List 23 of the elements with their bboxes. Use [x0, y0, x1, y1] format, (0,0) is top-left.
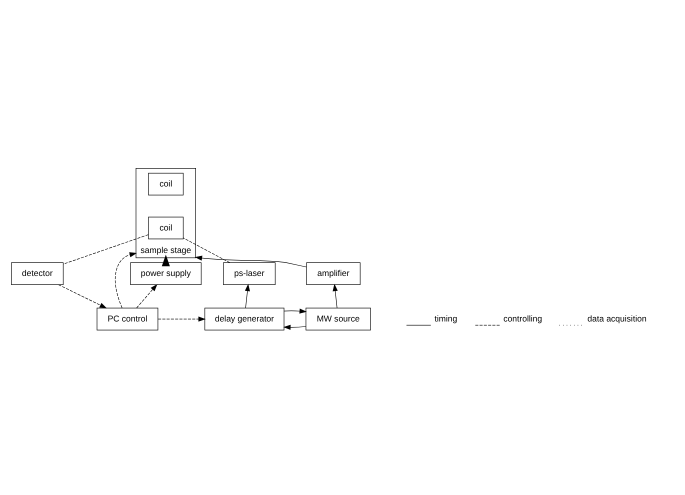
arrow: [158, 316, 206, 322]
legend-label: timing: [434, 314, 458, 324]
arrow: [244, 284, 250, 308]
arrow: [162, 254, 170, 266]
node-box: coil: [148, 216, 184, 240]
arrow: [58, 284, 107, 308]
arrow: [194, 256, 307, 268]
node-box: ps-laser: [223, 262, 276, 285]
node-box: amplifier: [306, 262, 360, 285]
node-box: delay generator: [204, 308, 284, 330]
node-box: detector: [11, 262, 64, 285]
arrow: [284, 308, 307, 314]
legend-label: controlling: [503, 314, 542, 324]
arrow: [332, 284, 338, 308]
connector: [63, 234, 149, 264]
node-box: MW source: [306, 308, 371, 330]
legend-label: data acquisition: [587, 314, 647, 324]
node-box: PC control: [96, 308, 158, 330]
arrow: [114, 252, 137, 308]
arrow: [283, 324, 306, 330]
node-box: coil: [148, 172, 184, 196]
arrow: [136, 284, 158, 308]
connector: [183, 238, 230, 263]
